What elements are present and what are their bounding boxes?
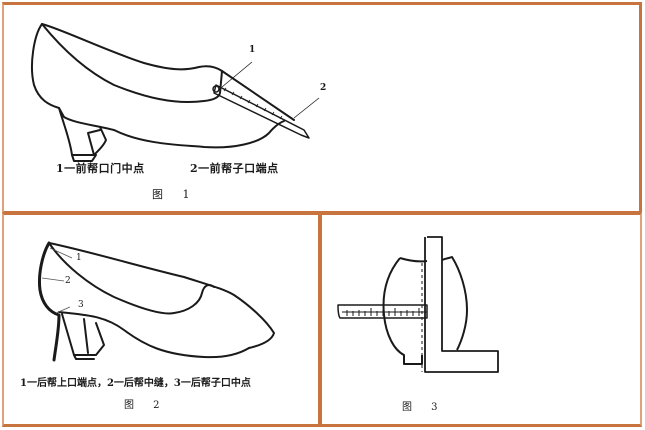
caliper-measure-drawing: [337, 236, 499, 373]
shoe-back-measure-drawing: [38, 241, 275, 362]
figure-3-label: 图 3: [402, 402, 446, 413]
figure-2-label: 图 2: [124, 400, 168, 411]
callout-2: 2: [65, 276, 71, 286]
figure-1-panel: 1 2 1一前帮口门中点 2一前帮子口端点 图 1: [2, 2, 642, 214]
figure-2-panel: 1 2 3 1一后帮上口端点，2一后帮中缝，3一后帮子口中点 图 2: [2, 212, 321, 427]
shoe-front-measure-drawing: [31, 23, 320, 162]
figure-3-panel: 图 3: [319, 212, 642, 427]
callout-1: 1: [249, 45, 256, 55]
legend-item-2: 2一前帮子口端点: [190, 162, 279, 175]
callout-1: 1: [76, 253, 82, 263]
figure-1-label: 图 1: [152, 188, 198, 201]
legend-text: 1一后帮上口端点，2一后帮中缝，3一后帮子口中点: [20, 378, 251, 389]
callout-2: 2: [320, 83, 327, 93]
callout-3: 3: [78, 300, 84, 310]
legend-item-1: 1一前帮口门中点: [56, 162, 145, 175]
